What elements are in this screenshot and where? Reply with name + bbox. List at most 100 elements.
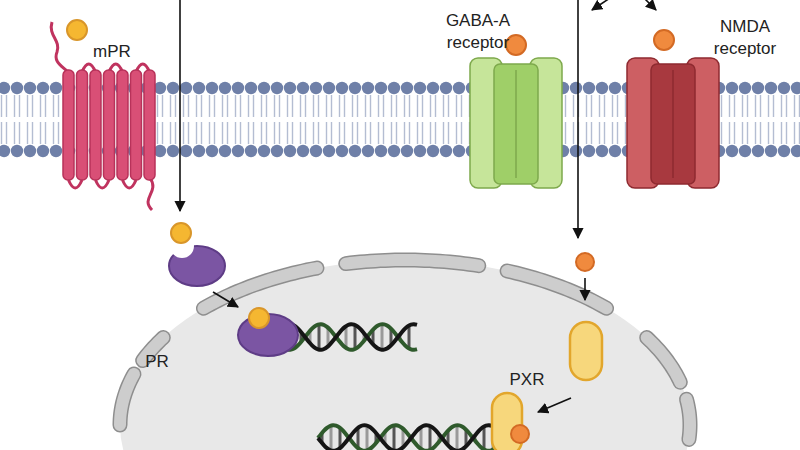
lipid-tail — [287, 122, 288, 144]
lipid-tail — [248, 95, 249, 117]
lipid-tail — [331, 95, 332, 117]
lipid-head — [453, 82, 465, 94]
lipid-tail — [565, 95, 566, 117]
lipid-tail — [586, 95, 587, 117]
lipid-head — [0, 82, 10, 94]
lipid-tail — [599, 95, 600, 117]
envelope-outline — [507, 271, 606, 308]
lipid-tail — [786, 122, 787, 144]
dna-helix — [318, 425, 498, 450]
lipid-tail — [391, 122, 392, 144]
lipid-head — [0, 145, 10, 157]
receptor-node: GABA-A receptor — [436, 14, 568, 194]
lipid-head — [427, 82, 439, 94]
lipid-tail — [565, 122, 566, 144]
neurosteroid-ligand — [511, 425, 529, 443]
lipid-tail — [326, 95, 327, 117]
lipid-tail — [274, 122, 275, 144]
lipid-tail — [209, 122, 210, 144]
lipid-tail — [625, 122, 626, 144]
lipid-tail — [448, 122, 449, 144]
lipid-tail — [721, 122, 722, 144]
dna-strand — [318, 425, 498, 450]
lipid-tail — [721, 95, 722, 117]
lipid-tail — [32, 122, 33, 144]
lipid-tail — [417, 95, 418, 117]
lipid-tail — [396, 95, 397, 117]
lipid-tail — [729, 95, 730, 117]
subunit-edge — [672, 70, 674, 178]
lipid-tail — [352, 95, 353, 117]
lipid-tail — [253, 95, 254, 117]
lipid-head — [37, 145, 49, 157]
lipid-tail — [625, 95, 626, 117]
lipid-tail — [378, 122, 379, 144]
lipid-tail — [781, 122, 782, 144]
lipid-tail — [573, 122, 574, 144]
lipid-tail — [755, 95, 756, 117]
envelope-segment — [507, 271, 606, 308]
lipid-tail — [396, 122, 397, 144]
arrow — [213, 292, 238, 307]
lipid-tail — [760, 95, 761, 117]
lipid-tail — [235, 122, 236, 144]
lipid-tail — [422, 122, 423, 144]
channel-subunit — [494, 64, 538, 184]
lipid-tail — [365, 122, 366, 144]
lipid-tail — [305, 95, 306, 117]
lipid-head — [791, 82, 800, 94]
lipid-head — [401, 145, 413, 157]
lipid-tail — [214, 95, 215, 117]
lipid-head — [180, 145, 192, 157]
progesterone-ligand — [67, 20, 87, 40]
lipid-head — [50, 82, 62, 94]
lipid-tail — [352, 122, 353, 144]
lipid-tail — [188, 95, 189, 117]
transmembrane-helix — [90, 70, 101, 180]
base-pair — [429, 426, 432, 450]
lipid-tail — [612, 95, 613, 117]
lipid-tail — [266, 122, 267, 144]
lipid-tail — [279, 95, 280, 117]
lipid-head — [596, 145, 608, 157]
lipid-tail — [591, 95, 592, 117]
receptor-node: NMDA receptor — [615, 14, 795, 194]
c-terminus — [148, 178, 153, 210]
lipid-head — [219, 145, 231, 157]
lipid-tail — [175, 122, 176, 144]
lipid-tail — [456, 95, 457, 117]
lipid-tail — [248, 122, 249, 144]
lipid-tail — [287, 95, 288, 117]
lipid-tail — [53, 122, 54, 144]
protein-loop — [123, 180, 137, 188]
lipid-head — [258, 145, 270, 157]
transmembrane-helix — [77, 70, 88, 180]
lipid-tail — [404, 122, 405, 144]
lipid-head — [570, 145, 582, 157]
lipid-head — [414, 82, 426, 94]
lipid-tail — [6, 122, 7, 144]
nucleus — [120, 260, 690, 450]
lipid-head — [752, 82, 764, 94]
envelope-outline — [120, 374, 134, 425]
channel-subunit — [651, 64, 695, 184]
lipid-tail — [617, 95, 618, 117]
n-terminus — [51, 22, 68, 72]
lipid-tail — [227, 122, 228, 144]
lipid-tail — [274, 95, 275, 117]
lipid-tail — [443, 95, 444, 117]
lipid-tail — [422, 95, 423, 117]
lipid-tail — [183, 122, 184, 144]
lipid-tail — [183, 95, 184, 117]
lipid-tail — [40, 122, 41, 144]
lipid-tail — [318, 95, 319, 117]
lipid-tail — [617, 122, 618, 144]
lipid-head — [453, 145, 465, 157]
lipid-head — [583, 145, 595, 157]
lipid-tail — [339, 95, 340, 117]
lipid-head — [375, 145, 387, 157]
lipid-tail — [162, 122, 163, 144]
lipid-tail — [391, 95, 392, 117]
lipid-head — [37, 82, 49, 94]
envelope-segment — [647, 338, 681, 383]
